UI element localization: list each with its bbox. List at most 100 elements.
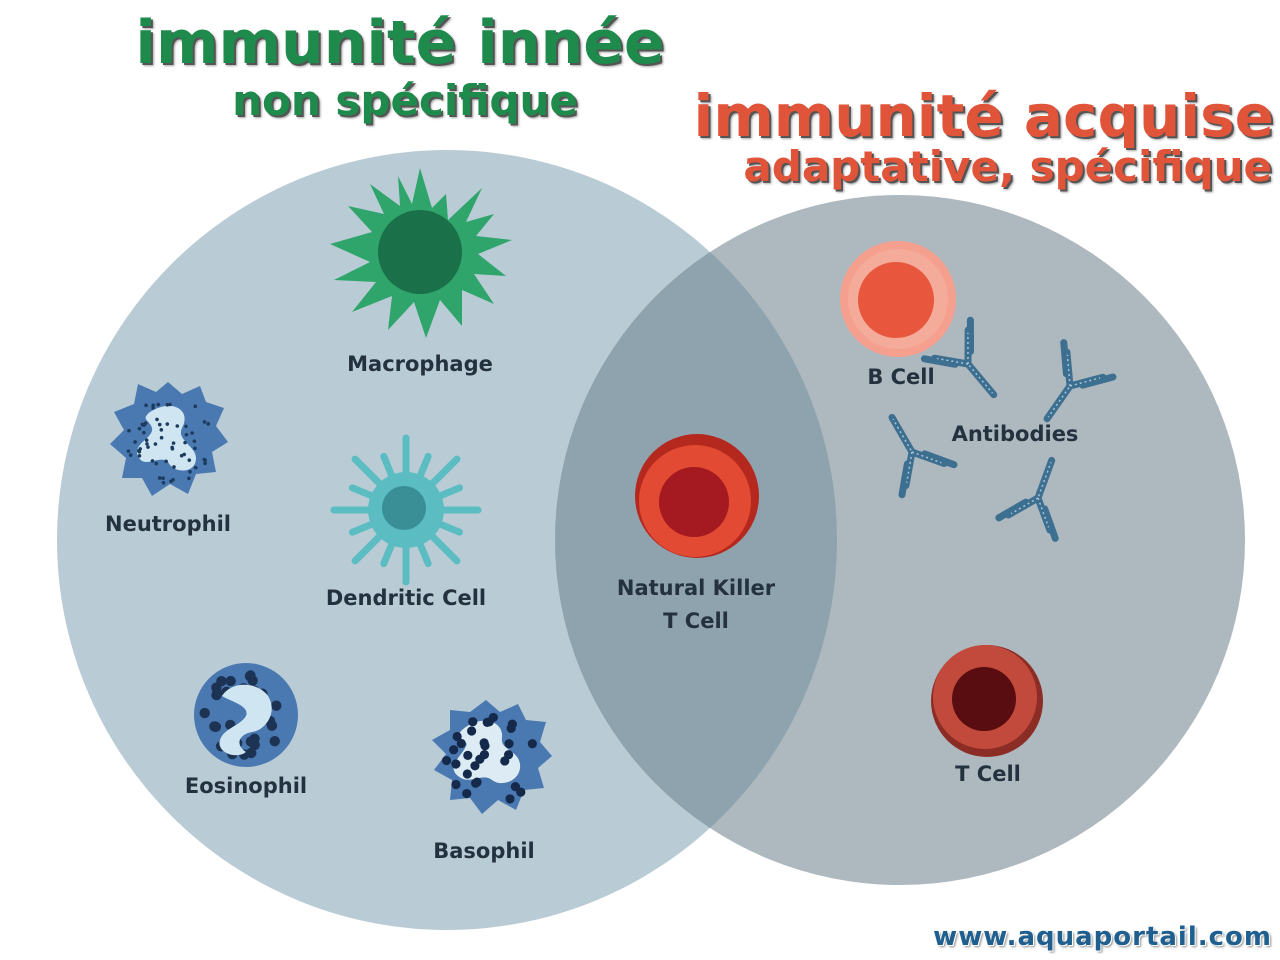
granule: [133, 440, 137, 444]
b-cell-label: B Cell: [867, 365, 935, 389]
antibodies-icon: [888, 316, 1117, 542]
natural-killer-label-line2: T Cell: [663, 609, 729, 633]
granule: [504, 739, 514, 749]
granule: [441, 755, 452, 766]
granule: [527, 739, 537, 749]
granule: [484, 717, 494, 727]
granule: [145, 442, 149, 446]
granule: [206, 422, 211, 426]
antibody-icon: [920, 316, 998, 399]
granule: [193, 446, 197, 451]
website-url[interactable]: www.aquaportail.com: [933, 922, 1272, 952]
t-cell-label: T Cell: [955, 762, 1021, 786]
granule: [151, 406, 155, 410]
antibodies-label: Antibodies: [951, 422, 1079, 446]
antibody-icon: [1043, 339, 1117, 423]
granule: [151, 403, 155, 408]
granule: [203, 461, 207, 466]
granule: [245, 736, 257, 747]
granule: [175, 424, 180, 428]
granule: [126, 449, 131, 453]
granule: [159, 435, 164, 440]
natural-killer-label-line1: Natural Killer: [616, 576, 776, 600]
granule: [153, 442, 158, 446]
granule: [193, 465, 198, 470]
granule: [467, 726, 477, 736]
granule: [144, 438, 149, 442]
granule: [184, 432, 189, 437]
granule: [202, 420, 207, 424]
granule: [157, 422, 162, 427]
granule: [172, 465, 176, 469]
basophil-cell-icon: [432, 700, 552, 814]
granule: [500, 756, 510, 766]
granule: [170, 445, 174, 450]
granule: [157, 476, 162, 480]
natural-killer-t-cell-icon: [635, 434, 759, 558]
innate-immunity-subtitle: non spécifique: [232, 76, 578, 125]
granule: [179, 453, 184, 458]
granule: [456, 738, 466, 749]
granule: [171, 441, 176, 445]
granule: [510, 782, 520, 792]
granule: [127, 428, 131, 433]
granule: [269, 735, 280, 747]
granule: [245, 670, 256, 681]
granule: [146, 445, 150, 449]
neutrophil-cell-icon: [110, 382, 228, 496]
granule: [137, 454, 142, 458]
granule: [449, 745, 459, 755]
dendritic-cell-label: Dendritic Cell: [325, 586, 487, 610]
granule: [165, 422, 170, 426]
granule: [171, 477, 175, 482]
granule: [164, 459, 168, 464]
granule: [137, 426, 142, 431]
granule: [161, 480, 166, 485]
granule: [266, 720, 278, 731]
dendritic-cell-icon: [330, 434, 482, 586]
granule: [155, 417, 159, 422]
granule: [190, 431, 194, 435]
granule: [210, 721, 222, 732]
t-cell-icon: [931, 645, 1043, 757]
basophil-label: Basophil: [433, 839, 535, 863]
granule: [188, 469, 192, 474]
acquired-immunity-subtitle: adaptative, spécifique: [743, 142, 1272, 191]
granule: [452, 731, 462, 742]
granule: [203, 458, 207, 463]
antibody-icon: [995, 456, 1059, 542]
granule: [451, 779, 461, 790]
granule: [463, 750, 473, 760]
b-cell-icon: [840, 241, 956, 357]
granule: [479, 738, 489, 748]
macrophage-cell-icon: [330, 168, 512, 338]
granule: [462, 769, 472, 779]
granule: [212, 688, 223, 699]
neutrophil-label: Neutrophil: [105, 512, 231, 536]
antibody-icon: [888, 413, 958, 499]
granule: [187, 476, 191, 481]
granule: [505, 794, 515, 804]
granule: [199, 707, 210, 719]
granule: [184, 424, 188, 429]
granule: [475, 754, 485, 764]
granule: [144, 403, 148, 408]
macrophage-label: Macrophage: [347, 352, 493, 376]
granule: [156, 402, 161, 407]
granule: [150, 459, 155, 463]
granule: [187, 458, 192, 462]
granule: [225, 675, 236, 687]
granule: [470, 761, 480, 771]
granule: [165, 402, 170, 407]
granule: [128, 453, 133, 457]
granule: [468, 717, 478, 727]
natural-killer-t-cell-label: Natural Killer T Cell: [596, 572, 796, 638]
granule: [161, 476, 165, 481]
granule: [143, 421, 148, 425]
granule: [507, 719, 517, 729]
granule: [271, 700, 282, 711]
granule: [138, 447, 143, 451]
granule: [462, 788, 472, 799]
granule: [192, 439, 197, 443]
